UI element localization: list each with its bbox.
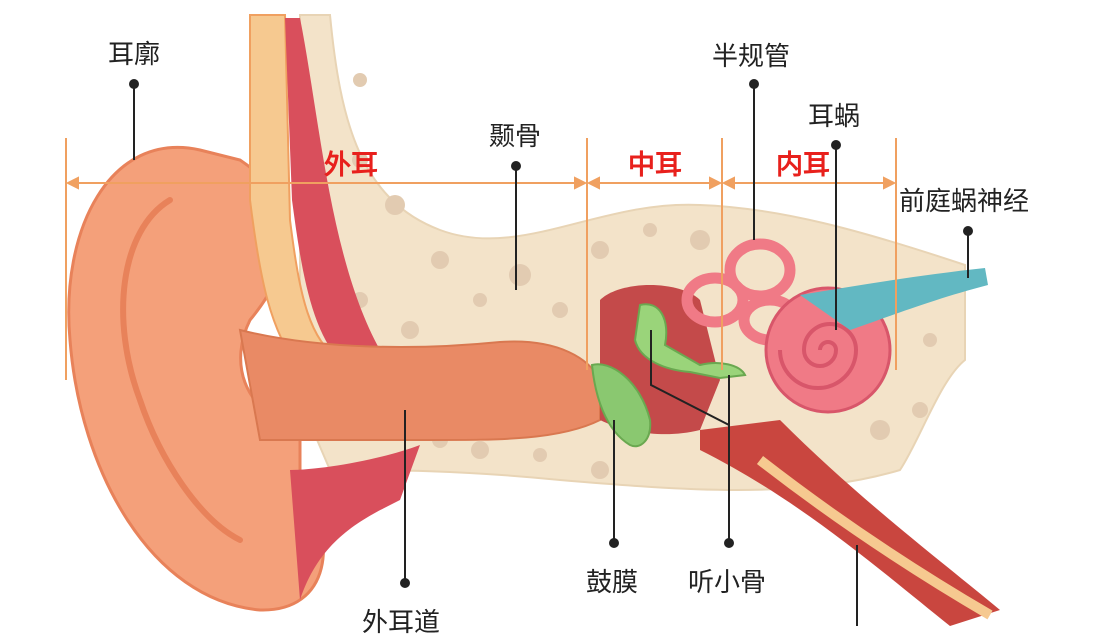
label-vestibulocochlear-nerve: 前庭蜗神经 <box>899 187 1030 217</box>
leader-lines <box>129 79 973 626</box>
pinna-inner-fold <box>120 197 243 543</box>
label-ossicles: 听小骨 <box>688 568 767 598</box>
section-label-middle: 中耳 <box>628 150 682 181</box>
label-pinna: 耳廓 <box>108 40 161 70</box>
vestibulocochlear-nerve-shape <box>800 268 988 330</box>
ear-canal-shape <box>238 328 601 442</box>
section-label-outer: 外耳 <box>324 150 378 181</box>
muscle-upper <box>285 18 380 360</box>
section-label-inner: 内耳 <box>776 150 830 181</box>
cochlea-spiral <box>778 322 859 390</box>
muscle-lower <box>290 445 420 600</box>
label-temporal-bone: 颞骨 <box>489 122 542 152</box>
label-ear-canal: 外耳道 <box>362 608 441 638</box>
label-eardrum: 鼓膜 <box>586 568 639 598</box>
section-arrows <box>65 176 897 190</box>
leader-ossicles <box>650 330 730 543</box>
eardrum-shape <box>590 363 652 448</box>
section-dividers <box>65 138 897 380</box>
label-semicircular-canals: 半规管 <box>712 42 791 72</box>
eustachian-tube-edge <box>756 456 993 620</box>
label-cochlea: 耳蜗 <box>808 102 861 132</box>
